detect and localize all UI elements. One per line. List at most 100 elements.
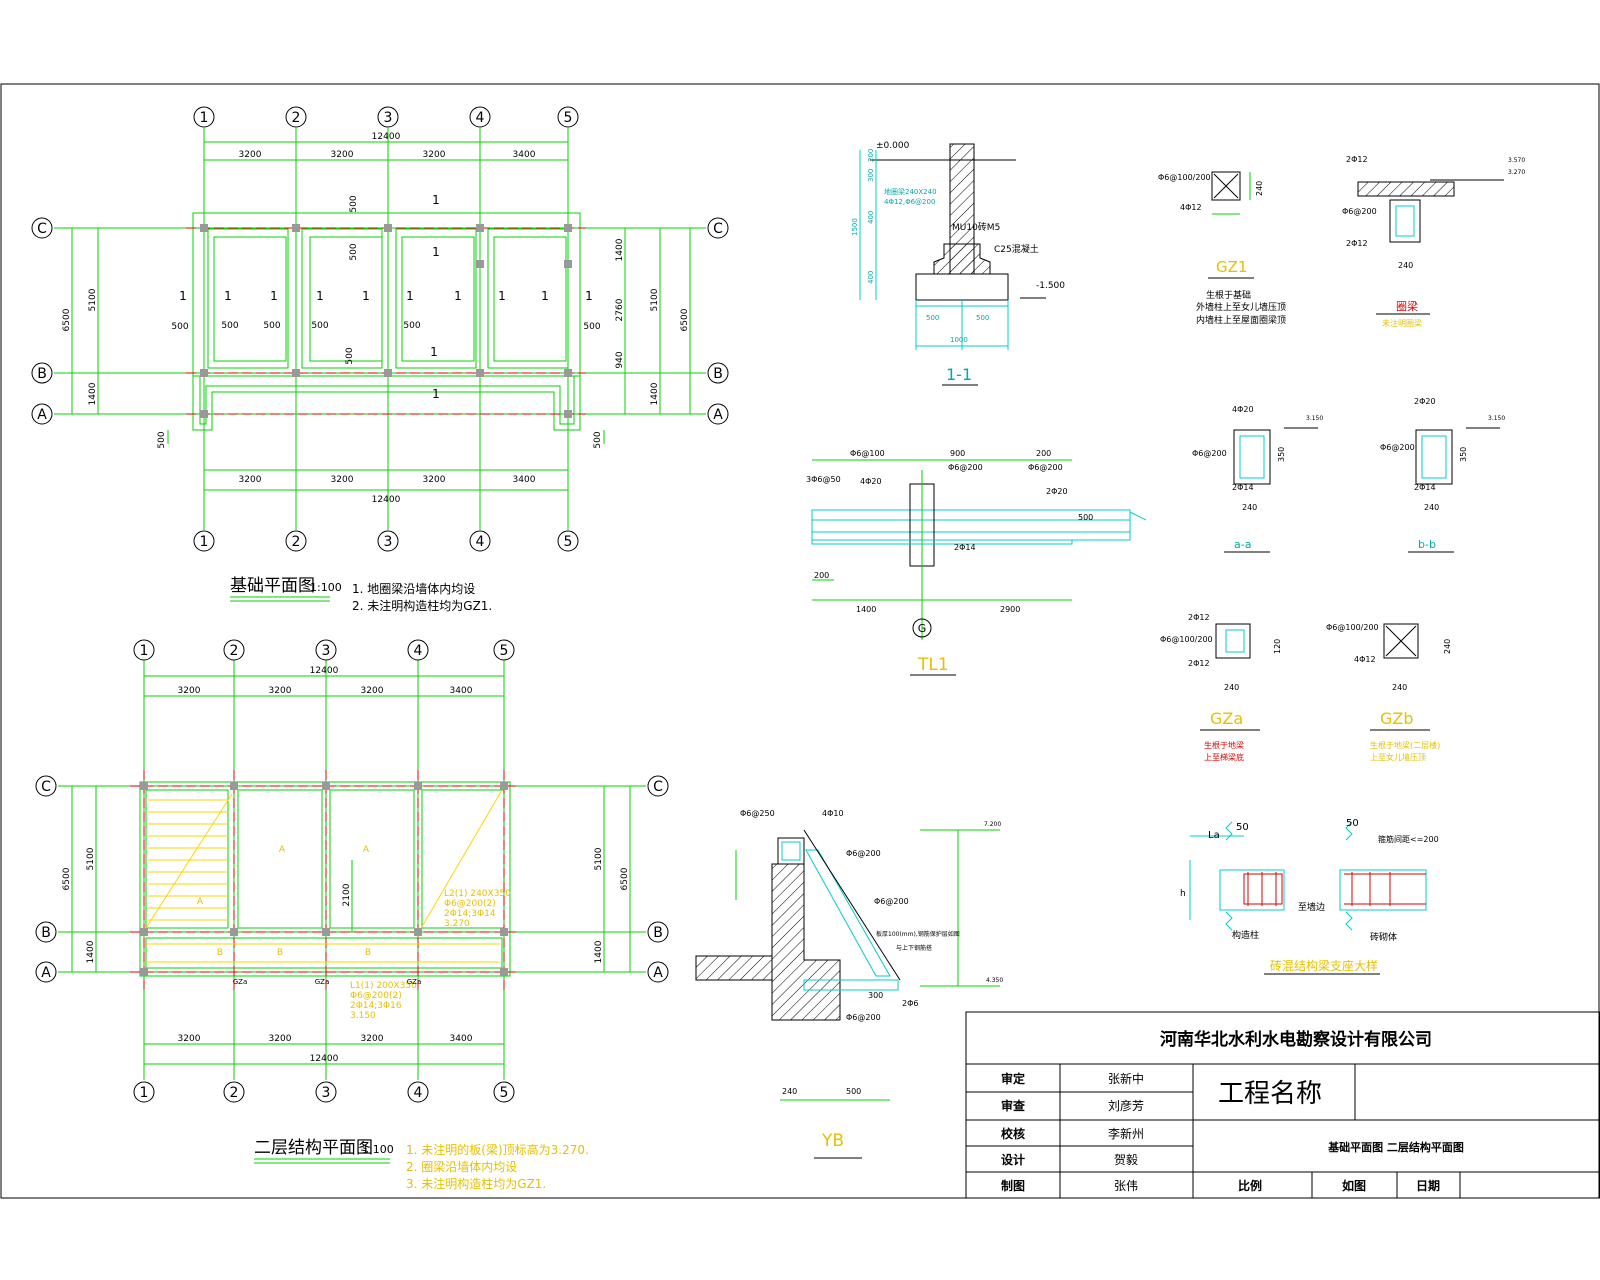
dim-text: 200 [867,149,875,162]
detail-title: a-a [1234,538,1251,551]
detail-note: 外墙柱上至女儿墙压顶 [1196,301,1286,313]
dim-text: 1400 [856,605,876,614]
dim-total: 12400 [372,495,401,505]
axis-label: 5 [564,110,573,126]
slab-label: A [363,845,370,855]
rebar-label: 2Φ20 [1414,397,1436,406]
dim-vertical: 500 [593,431,603,448]
dim-text: 400 [867,211,875,224]
dim-total: 12400 [310,1054,339,1064]
detail-title: YB [821,1131,844,1151]
dim-vertical: 1400 [594,940,604,963]
yb-note: 板厚100(mm),钢筋保护层如图 [876,930,960,938]
dim-text: 240 [1392,683,1407,692]
dim-span: 3200 [239,475,262,485]
axis-label: 1 [200,110,209,126]
axis-label: 1 [140,643,149,659]
section-mark: 1 [432,245,440,259]
dim-text: 900 [950,449,965,458]
plan-note: 3. 未注明构造柱均为GZ1. [406,1176,546,1191]
dim-vertical: 1400 [86,940,96,963]
axis-label: 2 [292,110,301,126]
dim-span: 3200 [269,686,292,696]
rebar-label: 2Φ6 [902,999,918,1008]
axis-label: B [653,925,663,941]
dim-span: 3200 [361,1034,384,1044]
elev-label: 3.270 [1508,169,1525,176]
dim-text: 350 [1459,447,1468,462]
gz-label: GZa [315,978,330,986]
axis-label: C [713,221,723,237]
beam-l1-label: L1(1) 200X350 [350,981,417,991]
dim-horizontal: 500 [171,322,188,332]
drawing-name: 基础平面图 二层结构平面图 [1327,1140,1464,1154]
dim-vertical: 6500 [680,308,690,331]
dim-text: 350 [1277,447,1286,462]
dim-vertical: 2760 [615,298,625,321]
joint-label: 箍筋间距<=200 [1378,834,1439,844]
dim-total: 12400 [310,666,339,676]
gz-label: GZa [407,978,422,986]
detail-title: 砖混结构梁支座大样 [1270,958,1378,973]
dim-span: 3200 [361,686,384,696]
dim-vertical: 500 [157,431,167,448]
section-b-b: 2Φ20 Φ6@200 2Φ14 3.150 240 350 b-b [1380,397,1505,553]
beam-l1-label: Φ6@200(2) [350,991,402,1001]
slab-label: B [217,948,223,958]
dim-horizontal: 500 [311,321,328,331]
joint-detail: La 50 50 箍筋间距<=200 至墙边 构造柱 砖砌体 h 砖混结构梁支座… [1180,818,1439,975]
scale-label: 比例 [1238,1178,1262,1193]
joint-label: 砖砌体 [1370,931,1397,943]
joint-label: La [1208,830,1220,841]
axis-label: A [713,407,723,423]
role-label: 设计 [1001,1152,1025,1167]
dim-span: 3400 [450,686,473,696]
detail-note: 上至梯梁底 [1204,752,1244,762]
rebar-label: Φ6@100/200 [1326,623,1379,632]
rebar-label: 4Φ12 [1180,203,1202,212]
beam-note: 地圈梁240X240 [884,187,937,196]
role-label: 审定 [1001,1071,1025,1086]
rebar-label: Φ6@250 [740,809,775,818]
dim-text: 400 [867,271,875,284]
elev-label: 3.150 [1488,415,1505,422]
beam-rebar: 4Φ12,Φ6@200 [884,198,935,206]
wall-note: MU10砖M5 [952,221,1000,233]
person-name: 李新州 [1108,1126,1144,1141]
dim-span: 3400 [450,1034,473,1044]
dim-text: 200 [814,571,829,580]
dim-vertical: 5100 [594,847,604,870]
gzb-detail: Φ6@100/200 4Φ12 240 240 GZb 生根于地梁(二层楼) 上… [1326,623,1452,762]
plan-note: 1. 未注明的板(梁)顶标高为3.270. [406,1142,589,1157]
gz1-detail: Φ6@100/200 4Φ12 240 GZ1 生根于基础 外墙柱上至女儿墙压顶… [1158,171,1286,326]
scale-value: 如图 [1342,1178,1366,1193]
axis-label: 1 [200,534,209,550]
dim-horizontal: 500 [221,321,238,331]
dim-vertical: 5100 [88,288,98,311]
dim-vertical: 1400 [615,238,625,261]
dim-horizontal: 500 [583,322,600,332]
detail-title: b-b [1418,538,1436,551]
detail-note: 生根于地梁(二层楼) [1370,740,1440,750]
rebar-label: Φ6@200 [874,897,909,906]
axis-label: 2 [230,1085,239,1101]
detail-note: 上至女儿墙压顶 [1370,752,1426,762]
detail-title: GZb [1380,709,1414,728]
dim-vertical: 1400 [650,382,660,405]
dim-vertical: 940 [615,351,625,368]
rebar-label: Φ6@200 [846,1013,881,1022]
axis-label: 3 [322,1085,331,1101]
section-mark: 1 [362,289,370,303]
dim-span: 3200 [423,475,446,485]
dim-span: 3200 [269,1034,292,1044]
rebar-label: 4Φ10 [822,809,844,818]
dim-text: 200 [1036,449,1051,458]
dim-vertical: 1400 [88,382,98,405]
role-label: 校核 [1001,1126,1025,1141]
rebar-label: Φ6@100/200 [1160,635,1213,644]
axis-label: B [41,925,51,941]
plan-scale: 1:100 [362,1143,394,1156]
axis-label: 2 [292,534,301,550]
detail-title: GZ1 [1216,258,1247,276]
